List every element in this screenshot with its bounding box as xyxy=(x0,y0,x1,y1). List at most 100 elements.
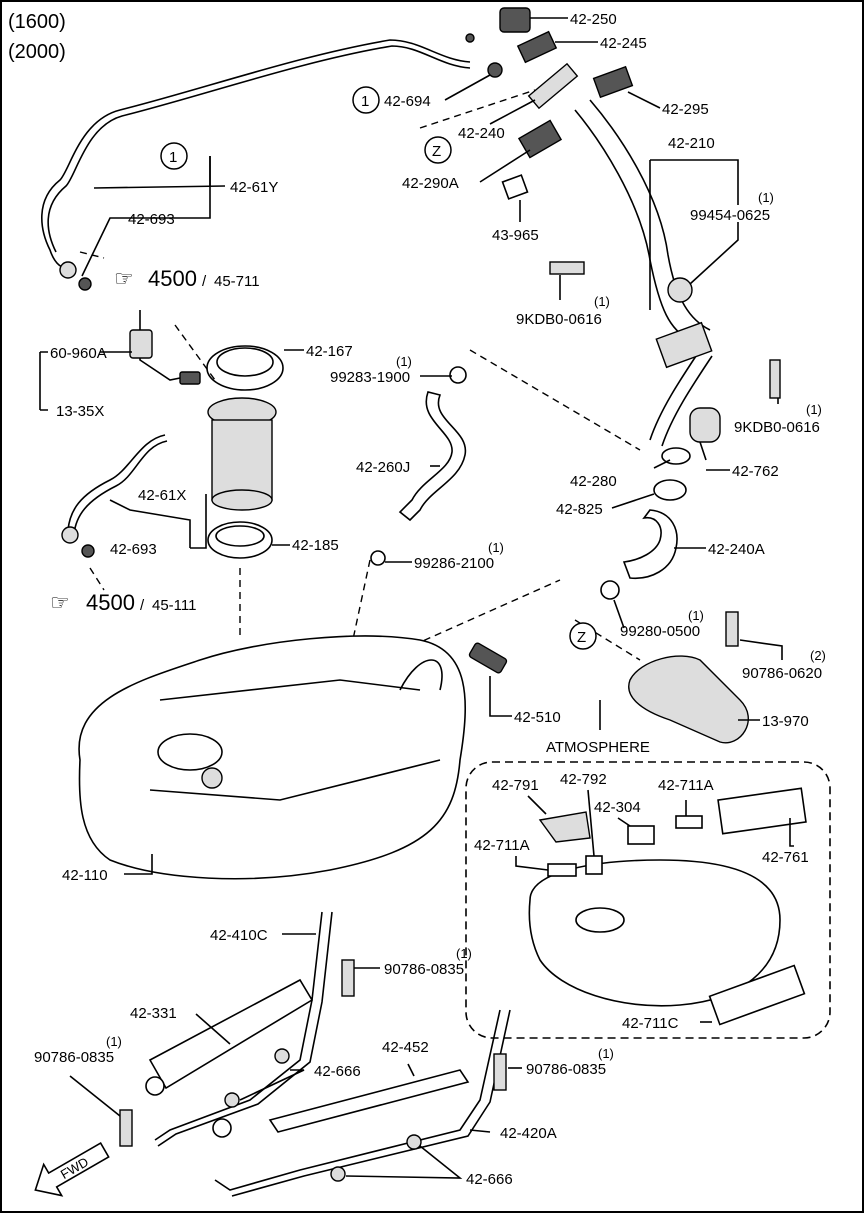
label-99283-qty: (1) xyxy=(396,354,412,369)
pump-body xyxy=(211,419,273,501)
pad-42-792 xyxy=(585,855,603,875)
cap-99454 xyxy=(667,277,693,303)
fuel-tank xyxy=(78,635,467,880)
fuel-line-lower xyxy=(67,434,166,531)
pad-42-711A-l xyxy=(547,863,577,877)
label-90786-0835-a: 90786-0835 xyxy=(384,961,464,978)
nut-42-666-c xyxy=(330,1166,346,1182)
label-42-304: 42-304 xyxy=(594,799,641,816)
ref-mark-bottom: ☞ 4500 / 45-111 xyxy=(50,590,196,615)
label-90786-0835-c: 90786-0835 xyxy=(526,1061,606,1078)
fuel-line-clip xyxy=(78,277,92,291)
svg-text:1: 1 xyxy=(169,149,177,166)
atmosphere-label: ATMOSPHERE xyxy=(546,739,650,756)
bolt-9KDB0-b xyxy=(769,359,781,399)
pad-42-711A-r xyxy=(675,815,703,829)
fuel-line-connector xyxy=(59,261,77,279)
svg-text:4500: 4500 xyxy=(148,266,197,291)
label-42-61Y: 42-61Y xyxy=(230,179,278,196)
svg-text:45-111: 45-111 xyxy=(152,597,196,614)
label-90786-0835-c-qty: (1) xyxy=(598,1046,614,1061)
filler-pipe xyxy=(574,109,691,341)
label-42-510: 42-510 xyxy=(514,709,561,726)
part-42-245 xyxy=(516,30,558,64)
label-42-240A: 42-240A xyxy=(708,541,765,558)
label-42-167: 42-167 xyxy=(306,343,353,360)
leader-lines xyxy=(39,17,794,1179)
label-42-290A: 42-290A xyxy=(402,175,459,192)
part-42-290A xyxy=(517,119,563,159)
label-42-762: 42-762 xyxy=(732,463,779,480)
label-42-410C: 42-410C xyxy=(210,927,268,944)
atmosphere-inset-box xyxy=(465,761,831,1039)
pad-42-711C xyxy=(708,964,806,1026)
clamp-99280 xyxy=(600,580,620,600)
filler-pipe-2 xyxy=(589,99,711,331)
label-99454: 99454-0625 xyxy=(690,207,770,224)
part-42-694 xyxy=(487,62,503,78)
label-42-711C: 42-711C xyxy=(622,1015,679,1032)
strap-42-420A xyxy=(214,1009,501,1191)
part-42-240 xyxy=(527,62,579,110)
valve-42-510 xyxy=(468,642,508,674)
bolt-90786-0835-b xyxy=(119,1109,133,1147)
label-90786-0620: 90786-0620 xyxy=(742,665,822,682)
fuel-line-upper-2 xyxy=(47,45,471,253)
label-42-280: 42-280 xyxy=(570,473,617,490)
guide-dash-7 xyxy=(89,567,105,591)
circle-marker-z-mid: Z xyxy=(569,622,597,650)
label-42-693-mid: 42-693 xyxy=(110,541,157,558)
bolt-90786-0835-a xyxy=(341,959,355,997)
label-42-666-b: 42-666 xyxy=(466,1171,513,1188)
label-99283: 99283-1900 xyxy=(330,369,410,386)
label-42-420A: 42-420A xyxy=(500,1125,557,1142)
part-43-965 xyxy=(501,174,529,200)
hose-42-260J xyxy=(398,391,467,522)
label-42-694: 42-694 xyxy=(384,93,431,110)
label-42-250: 42-250 xyxy=(570,11,617,28)
label-42-210: 42-210 xyxy=(668,135,715,152)
label-99454-qty: (1) xyxy=(758,190,774,205)
svg-text:/: / xyxy=(140,597,145,614)
clamp-42-825 xyxy=(653,479,687,501)
pad-42-452 xyxy=(268,1069,470,1133)
label-42-245: 42-245 xyxy=(600,35,647,52)
label-99280-qty: (1) xyxy=(688,608,704,623)
pointing-hand-icon: ☞ xyxy=(114,266,134,291)
pump-bottom xyxy=(211,489,273,511)
label-42-711A-r: 42-711A xyxy=(658,777,714,794)
label-42-452: 42-452 xyxy=(382,1039,429,1056)
tank-ridge xyxy=(159,679,421,701)
label-42-240: 42-240 xyxy=(458,125,505,142)
label-9KDB0-a-qty: (1) xyxy=(594,294,610,309)
bracket-hole-b xyxy=(212,1118,232,1138)
hose-42-762 xyxy=(689,407,721,443)
hose-42-240A xyxy=(622,509,678,580)
inset-tank-opening xyxy=(575,907,625,933)
label-90786-0835-b-qty: (1) xyxy=(106,1034,122,1049)
label-43-965: 43-965 xyxy=(492,227,539,244)
label-13-970: 13-970 xyxy=(762,713,809,730)
pad-42-331 xyxy=(148,978,314,1090)
label-42-666-a: 42-666 xyxy=(314,1063,361,1080)
part-labels: 42-250 42-245 42-694 42-295 42-240 42-21… xyxy=(34,11,826,1188)
part-42-250 xyxy=(499,7,531,33)
label-99286-qty: (1) xyxy=(488,540,504,555)
lower-clip xyxy=(81,544,95,558)
fuel-line-lower-2 xyxy=(73,440,168,535)
label-90786-0835-b: 90786-0835 xyxy=(34,1049,114,1066)
guide-dash-5 xyxy=(379,579,561,661)
ring-42-167-inner xyxy=(216,347,274,377)
fuel-line-upper xyxy=(41,39,471,271)
label-9KDB0-a: 9KDB0-0616 xyxy=(516,311,602,328)
guide-dash-2 xyxy=(419,89,536,129)
nut-42-666-a xyxy=(274,1048,290,1064)
strap-42-410C-2 xyxy=(157,911,333,1147)
tank-ridge-2 xyxy=(149,759,441,801)
tank-pump-opening xyxy=(157,733,223,771)
circle-marker-z-top: Z xyxy=(424,136,452,164)
ref-mark-top: ☞ 4500 / 45-711 xyxy=(114,266,260,291)
part-42-250-clip xyxy=(465,33,475,43)
label-42-761: 42-761 xyxy=(762,849,809,866)
